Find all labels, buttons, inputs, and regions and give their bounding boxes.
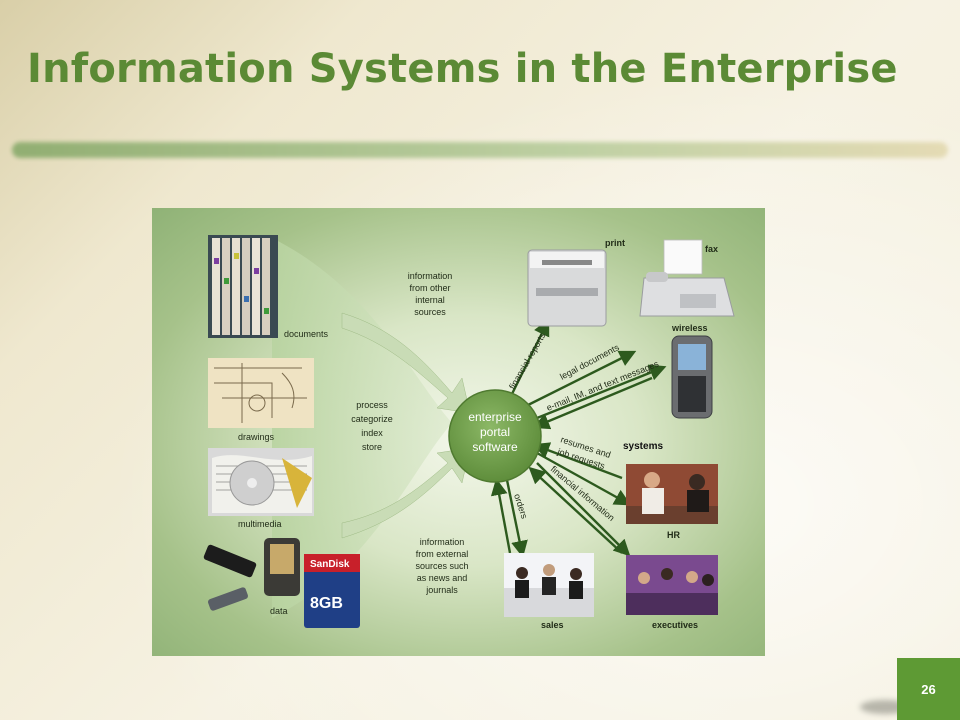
process-step: store [362, 442, 382, 452]
financial-reports-label: financial reports [507, 331, 548, 391]
page-number-badge: 26 [897, 658, 960, 720]
hub-circle [448, 389, 542, 483]
sales-photo [504, 553, 594, 617]
executives-arrow-in [528, 466, 623, 554]
external-info-text: information from external sources such a… [415, 537, 468, 595]
svg-text:internal: internal [415, 295, 445, 305]
internal-info-arrow [341, 312, 471, 414]
title-underline-bar [12, 142, 948, 158]
svg-text:sources: sources [414, 307, 446, 317]
systems-label: systems [623, 441, 663, 452]
executives-label: executives [652, 620, 698, 630]
sd-card-capacity: 8GB [310, 595, 343, 612]
messages-arrow-out [531, 364, 667, 422]
svg-text:sources such: sources such [415, 561, 468, 571]
sd-card-brand: SanDisk [310, 559, 350, 570]
legal-documents-arrow [521, 350, 637, 410]
smartphone-icon [671, 335, 713, 419]
data-label: data [270, 606, 288, 616]
financial-information-arrow [536, 462, 631, 557]
print-label: print [605, 238, 625, 248]
source-funnel [272, 238, 452, 618]
svg-text:from external: from external [416, 549, 469, 559]
sales-label: sales [541, 620, 564, 630]
documents-label: documents [284, 329, 329, 339]
wireless-label: wireless [671, 323, 708, 333]
svg-text:information: information [408, 271, 453, 281]
drawings-image [208, 358, 314, 428]
drawings-label: drawings [238, 432, 275, 442]
flow-arrows [490, 318, 667, 558]
enterprise-portal-diagram: documents drawings multimedia SanDisk 8G… [152, 208, 765, 656]
messages-arrow-in [532, 376, 653, 430]
hub-line-1: enterprise [468, 410, 522, 424]
fax-label: fax [705, 244, 718, 254]
fax-icon [639, 239, 735, 317]
process-step: process [356, 400, 388, 410]
process-step: index [361, 428, 383, 438]
resumes-arrow [532, 442, 623, 480]
hr-label: HR [667, 530, 680, 540]
svg-text:as news and: as news and [417, 573, 468, 583]
process-steps: process categorize index store [351, 400, 393, 452]
orders-arrow-out [505, 479, 528, 558]
executives-photo [626, 555, 718, 615]
process-step: categorize [351, 414, 393, 424]
hub-line-3: software [472, 440, 518, 454]
printer-icon [527, 249, 607, 327]
orders-arrow-in [490, 478, 512, 554]
svg-text:journals: journals [425, 585, 458, 595]
hub-line-2: portal [480, 425, 510, 439]
hr-arrow [536, 451, 632, 506]
svg-text:information: information [420, 537, 465, 547]
internal-info-text: information from other internal sources [408, 271, 453, 317]
hr-photo [626, 464, 718, 524]
svg-text:from other: from other [409, 283, 450, 293]
financial-reports-arrow [508, 318, 550, 399]
slide-title: Information Systems in the Enterprise [27, 46, 898, 92]
documents-image [208, 235, 278, 338]
diagram-canvas: documents drawings multimedia SanDisk 8G… [203, 235, 735, 630]
multimedia-label: multimedia [238, 519, 282, 529]
data-storage-image: SanDisk 8GB [203, 538, 360, 628]
multimedia-image [208, 448, 314, 516]
